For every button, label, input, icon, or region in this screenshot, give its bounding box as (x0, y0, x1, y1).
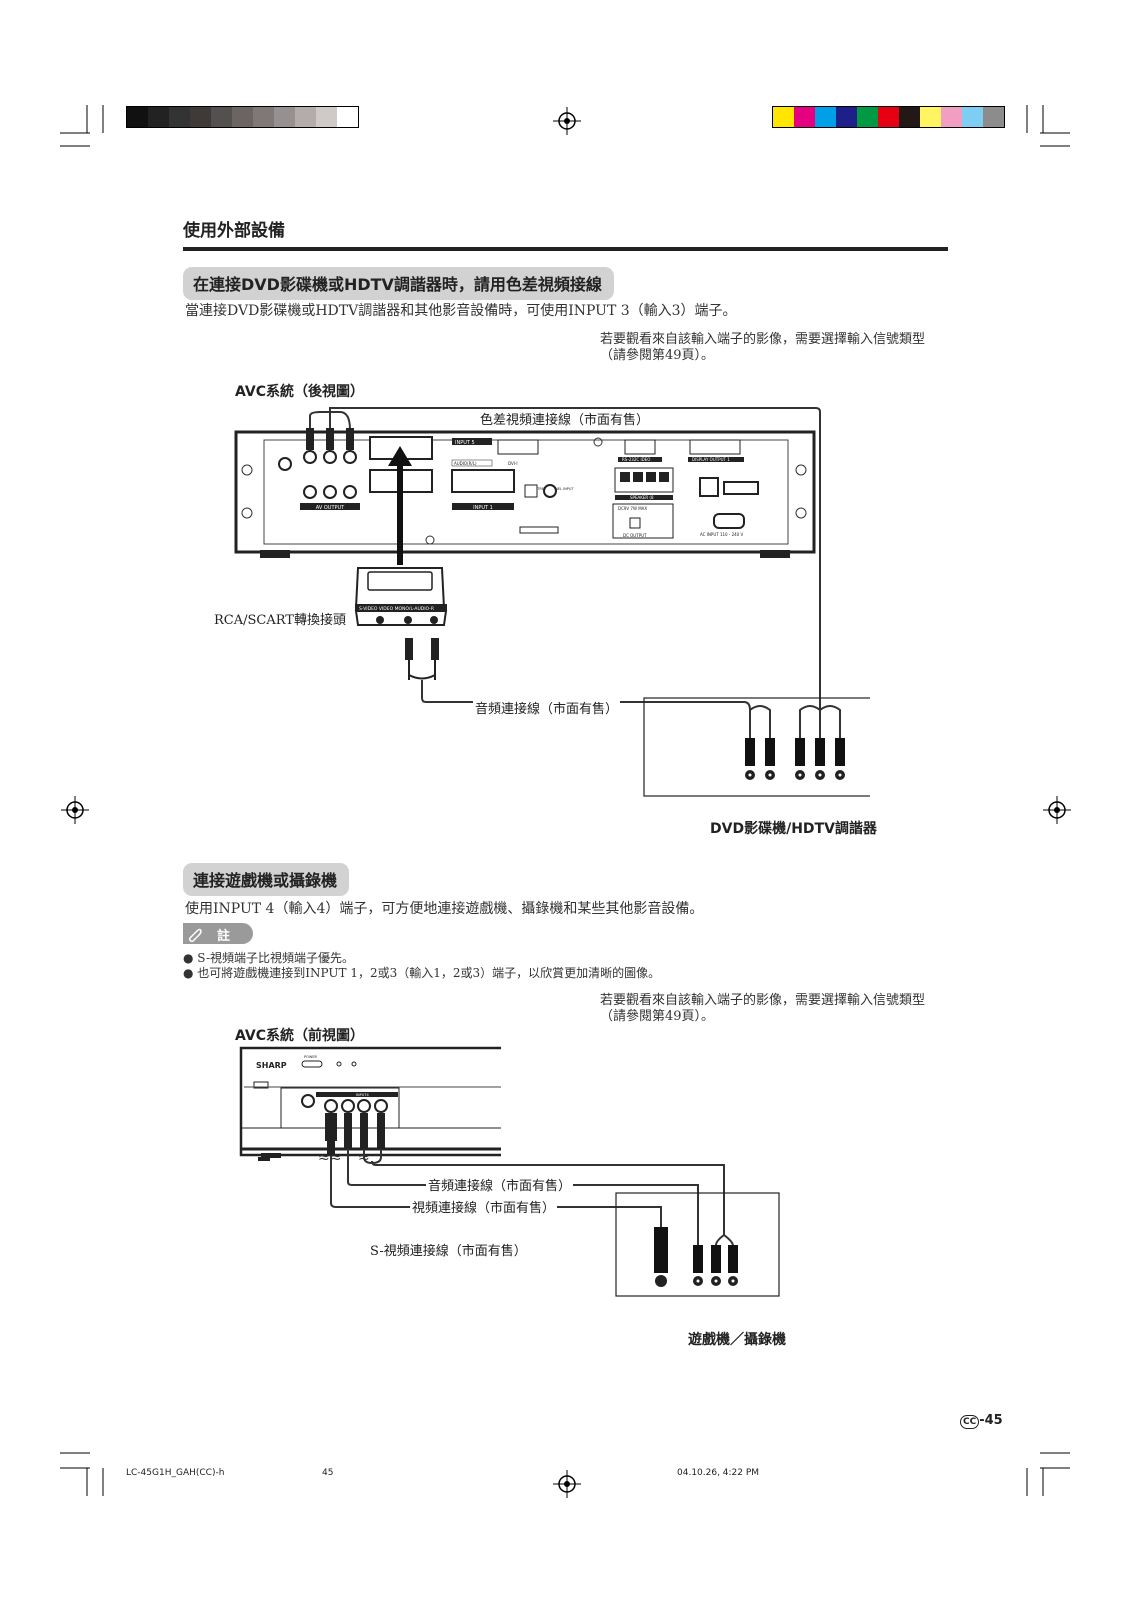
calibration-swatch (794, 107, 815, 127)
rear-connection-diagram: AV OUTPUT INPUT 1 INPUT 5 AUDIO(R/L) DVI… (234, 407, 870, 797)
calibration-swatch (983, 107, 1004, 127)
section2-note-2: （請參閱第49頁）。 (600, 1009, 715, 1024)
av-output-label: AV OUTPUT (316, 505, 345, 511)
audio-cable-label: 音頻連接線（市面有售） (473, 698, 621, 717)
input4-label: INPUT4 (356, 1093, 369, 1097)
display-output-label: DISPLAY OUTPUT 1 (692, 457, 730, 462)
section2-heading: 連接遊戲機或攝錄機 (183, 863, 350, 896)
calibration-swatch (899, 107, 920, 127)
rear-diagram-title: AVC系統（後視圖） (235, 384, 364, 400)
video-cable-label: 視頻連接線（市面有售） (410, 1197, 558, 1216)
calibration-swatch (962, 107, 983, 127)
note-bullet-item: ● S-視頻端子比視頻端子優先。 (183, 951, 355, 965)
svideo-cable-label: S-視頻連接線（市面有售） (368, 1240, 529, 1259)
power-label: POWER (304, 1055, 318, 1059)
note-bullet-item: ● 也可將遊戲機連接到INPUT 1，2或3（輸入1，2或3）端子，以欣賞更加清… (183, 966, 661, 980)
ac-input-label: AC INPUT 110 - 240 V (700, 532, 743, 537)
brand-label: SHARP (256, 1061, 287, 1070)
section-title: 使用外部設備 (183, 221, 285, 241)
calibration-swatch (836, 107, 857, 127)
registration-target-icon (553, 107, 581, 135)
calibration-swatch (253, 107, 274, 127)
color-calibration-bar (772, 106, 1005, 128)
audio-cable-label: 音頻連接線（市面有售） (426, 1175, 574, 1194)
calibration-swatch (316, 107, 337, 127)
calibration-swatch (773, 107, 794, 127)
calibration-swatch (920, 107, 941, 127)
calibration-swatch (232, 107, 253, 127)
footer-timestamp: 04.10.26, 4:22 PM (677, 1468, 760, 1478)
audio-label: AUDIO(R/L) (454, 461, 477, 466)
calibration-swatch (857, 107, 878, 127)
front-connection-diagram: SHARP POWER INPUT4 ≈≈≈ (239, 1046, 780, 1297)
dvd-hdtv-device-label: DVD影碟機/HDTV調諧器 (710, 821, 877, 837)
registration-target-icon (553, 1470, 581, 1498)
rca-scart-adapter-label: RCA/SCART轉換接頭 (214, 613, 346, 628)
cc-badge-icon: CC (960, 1415, 980, 1429)
dcv-label: DC9V 7W MAX (618, 506, 647, 511)
registration-target-icon (61, 796, 89, 824)
front-diagram-title: AVC系統（前視圖） (235, 1028, 364, 1044)
adapter-ports-label: S-VIDEO VIDEO MONO/L-AUDIO-R (359, 606, 434, 612)
calibration-swatch (295, 107, 316, 127)
rs232-label: RS-232C IDEO (622, 457, 650, 462)
game-camcorder-device-label: 遊戲機／攝錄機 (688, 1332, 786, 1348)
calibration-swatch (190, 107, 211, 127)
calibration-swatch (211, 107, 232, 127)
input1-label: INPUT 1 (473, 505, 493, 511)
section1-heading: 在連接DVD影碟機或HDTV調諧器時，請用色差視頻接線 (183, 267, 614, 300)
calibration-swatch (941, 107, 962, 127)
footer-sheet: 45 (322, 1468, 334, 1478)
page-number: CC-45 (960, 1413, 1003, 1429)
input5-label: INPUT 5 (455, 440, 475, 446)
section1-note-1: 若要觀看來自該輸入端子的影像，需要選擇輸入信號類型 (600, 332, 926, 347)
svg-text:≈≈: ≈≈ (318, 1150, 341, 1166)
note-badge: 註 (183, 923, 253, 944)
calibration-swatch (148, 107, 169, 127)
title-rule (183, 247, 948, 251)
dvi-label: DVI-I (508, 461, 518, 466)
gray-calibration-bar (126, 106, 359, 128)
component-cable-label: 色差視頻連接線（市面有售） (478, 409, 652, 428)
section1-note-2: （請參閱第49頁）。 (600, 348, 715, 363)
footer-file-name: LC-45G1H_GAH(CC)-h (126, 1468, 225, 1478)
calibration-swatch (878, 107, 899, 127)
calibration-swatch (274, 107, 295, 127)
section2-intro: 使用INPUT 4（輸入4）端子，可方便地連接遊戲機、攝錄機和某些其他影音設備。 (185, 901, 704, 917)
paperclip-icon (188, 928, 202, 942)
calibration-swatch (169, 107, 190, 127)
registration-target-icon (1043, 796, 1071, 824)
dc-output-label: DC OUTPUT (623, 533, 647, 538)
calibration-swatch (127, 107, 148, 127)
svg-text:≈: ≈ (358, 1150, 370, 1166)
section1-intro: 當連接DVD影碟機或HDTV調諧器和其他影音設備時，可使用INPUT 3（輸入3… (185, 303, 737, 319)
calibration-swatch (815, 107, 836, 127)
calibration-swatch (337, 107, 358, 127)
section2-note-1: 若要觀看來自該輸入端子的影像，需要選擇輸入信號類型 (600, 993, 926, 1008)
speaker-label: SPEAKER (8 (630, 495, 654, 500)
